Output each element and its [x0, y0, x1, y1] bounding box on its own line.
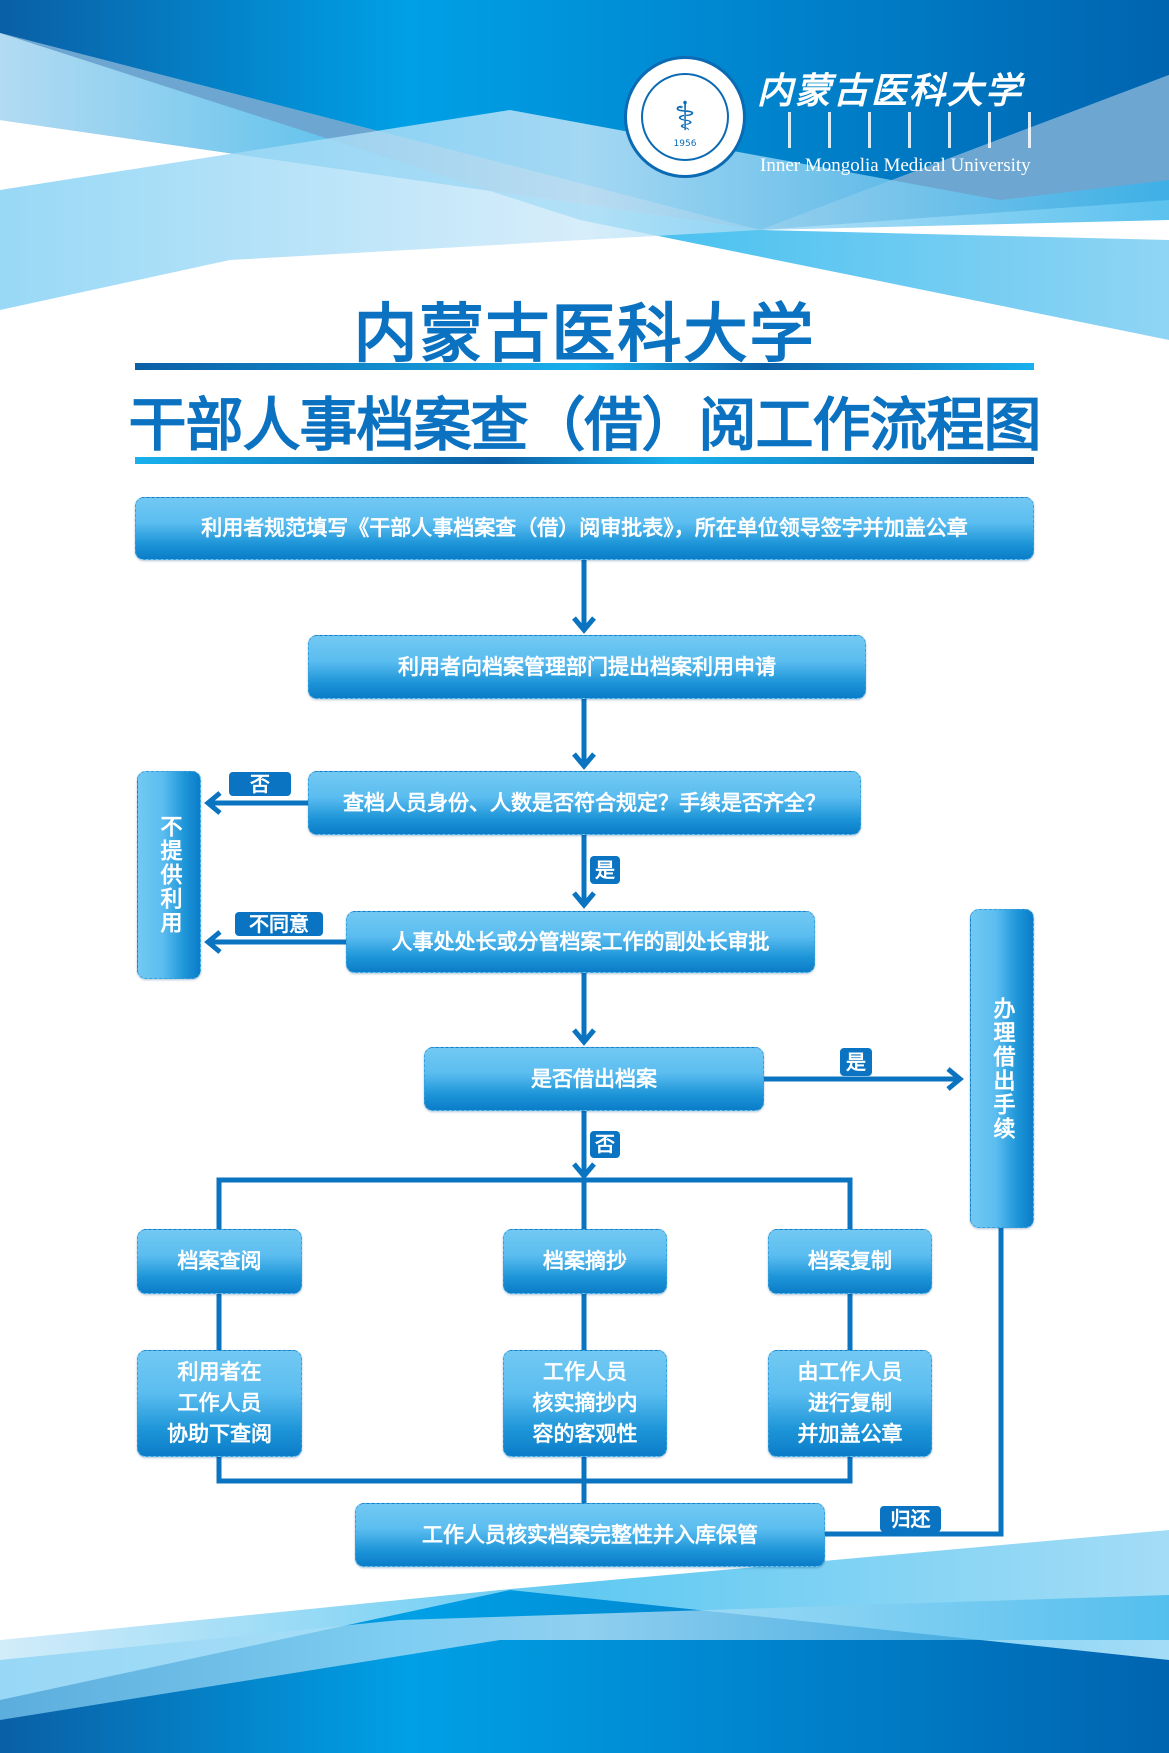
label-yes-borrow: 是 — [840, 1048, 872, 1076]
logo-chinese-name: 内蒙古医科大学 — [757, 70, 1024, 112]
branch-detail-copy: 由工作人员 进行复制 并加盖公章 — [768, 1350, 932, 1457]
logo-mongolian-script — [760, 112, 1035, 148]
step-fill-approval-form: 利用者规范填写《干部人事档案查（借）阅审批表》，所在单位领导签字并加盖公章 — [135, 497, 1034, 560]
step-verify-identity: 查档人员身份、人数是否符合规定？手续是否齐全？ — [308, 771, 861, 835]
logo-english-name: Inner Mongolia Medical University — [760, 155, 1031, 176]
title-flowchart: 干部人事档案查（借）阅工作流程图 — [128, 391, 1041, 459]
step-borrow-procedure: 办理借出手续 — [970, 909, 1034, 1228]
step-borrow-decision: 是否借出档案 — [424, 1047, 764, 1111]
branch-detail-view: 利用者在 工作人员 协助下查阅 — [137, 1350, 302, 1457]
title-university: 内蒙古医科大学 — [353, 298, 816, 372]
title-rule-top — [135, 363, 1034, 370]
title-rule-bottom — [135, 457, 1034, 464]
label-disagree: 不同意 — [235, 912, 323, 936]
step-submit-application: 利用者向档案管理部门提出档案利用申请 — [308, 635, 866, 699]
branch-detail-excerpt: 工作人员 核实摘抄内 容的客观性 — [503, 1350, 667, 1457]
branch-title-view: 档案查阅 — [137, 1229, 302, 1294]
branch-title-excerpt: 档案摘抄 — [503, 1229, 667, 1294]
step-director-approval: 人事处处长或分管档案工作的副处长审批 — [346, 911, 815, 973]
step-verify-and-store: 工作人员核实档案完整性并入库保管 — [355, 1503, 825, 1567]
label-no: 否 — [229, 772, 291, 796]
branch-title-copy: 档案复制 — [768, 1229, 932, 1294]
result-not-provided: 不提供利用 — [137, 771, 201, 979]
label-no-borrow: 否 — [590, 1131, 620, 1158]
university-seal: ⚕ 1956 — [624, 56, 746, 178]
label-return: 归还 — [880, 1506, 941, 1532]
label-yes: 是 — [590, 856, 620, 884]
